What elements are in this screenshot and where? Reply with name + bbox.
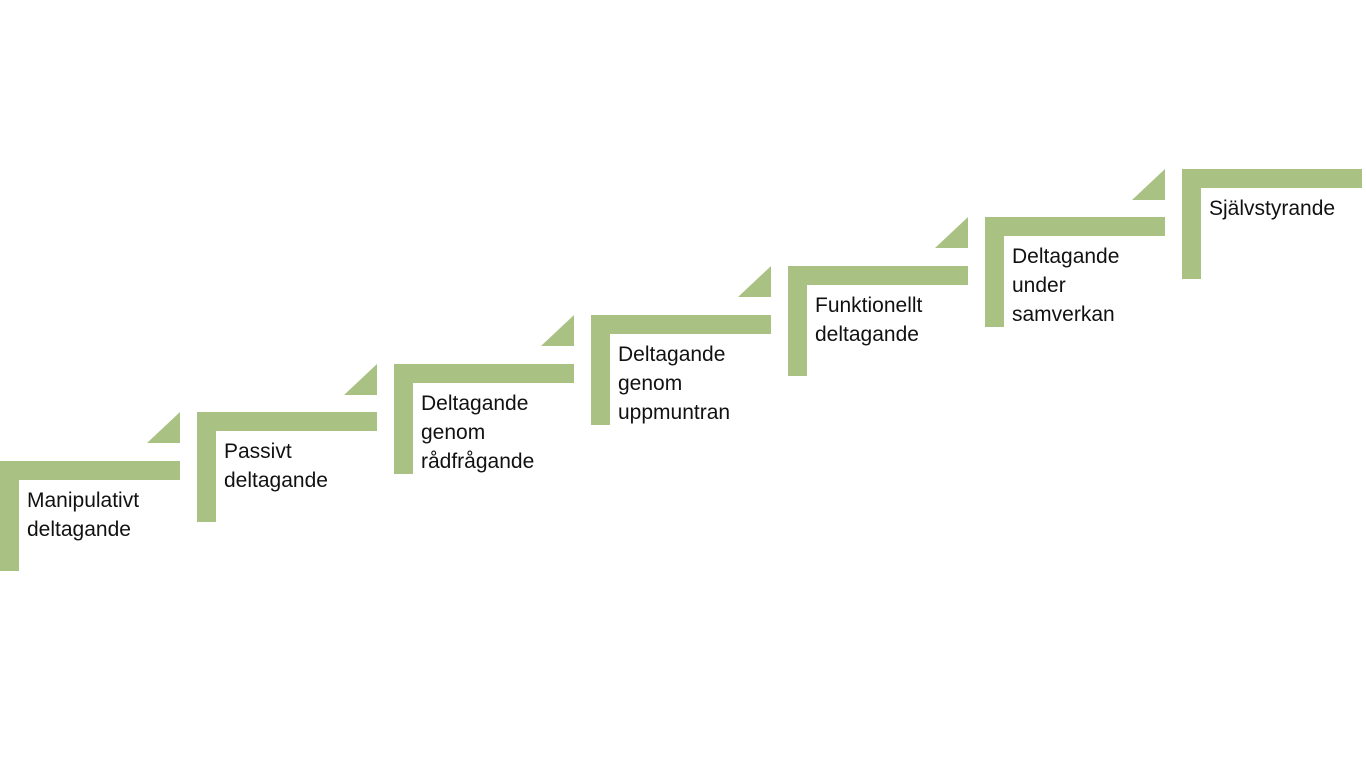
step-notch — [541, 315, 574, 346]
step-tread — [591, 315, 771, 334]
step-deltagande-under-samverkan: Deltagande under samverkan — [985, 217, 1165, 327]
step-notch — [147, 412, 180, 443]
step-sjalvstyrande: Självstyrande — [1182, 169, 1362, 279]
step-label: Funktionellt deltagande — [815, 294, 923, 346]
step-passivt-deltagande: Passivt deltagande — [197, 412, 377, 522]
step-label: Självstyrande — [1209, 197, 1336, 220]
step-notch — [344, 364, 377, 395]
step-label: Deltagande genom rådfrågande — [421, 392, 535, 473]
step-notch — [935, 217, 968, 248]
step-riser — [197, 412, 216, 522]
step-tread — [1182, 169, 1362, 188]
step-riser — [1182, 169, 1201, 279]
step-riser — [788, 266, 807, 376]
step-label: Deltagande genom uppmuntran — [618, 343, 731, 424]
step-tread — [985, 217, 1165, 236]
step-notch — [1132, 169, 1165, 200]
step-manipulativt-deltagande: Manipulativt deltagande — [0, 461, 180, 571]
step-deltagande-genom-uppmuntran: Deltagande genom uppmuntran — [591, 315, 771, 425]
step-funktionellt-deltagande: Funktionellt deltagande — [788, 266, 968, 376]
step-riser — [985, 217, 1004, 327]
step-label: Deltagande under samverkan — [1012, 245, 1120, 326]
step-tread — [0, 461, 180, 480]
step-notch — [738, 266, 771, 297]
step-tread — [197, 412, 377, 431]
step-riser — [0, 461, 19, 571]
step-tread — [394, 364, 574, 383]
step-tread — [788, 266, 968, 285]
step-deltagande-genom-radfragande: Deltagande genom rådfrågande — [394, 364, 574, 474]
step-riser — [394, 364, 413, 474]
step-label: Passivt deltagande — [224, 440, 328, 492]
step-riser — [591, 315, 610, 425]
step-label: Manipulativt deltagande — [27, 489, 140, 541]
